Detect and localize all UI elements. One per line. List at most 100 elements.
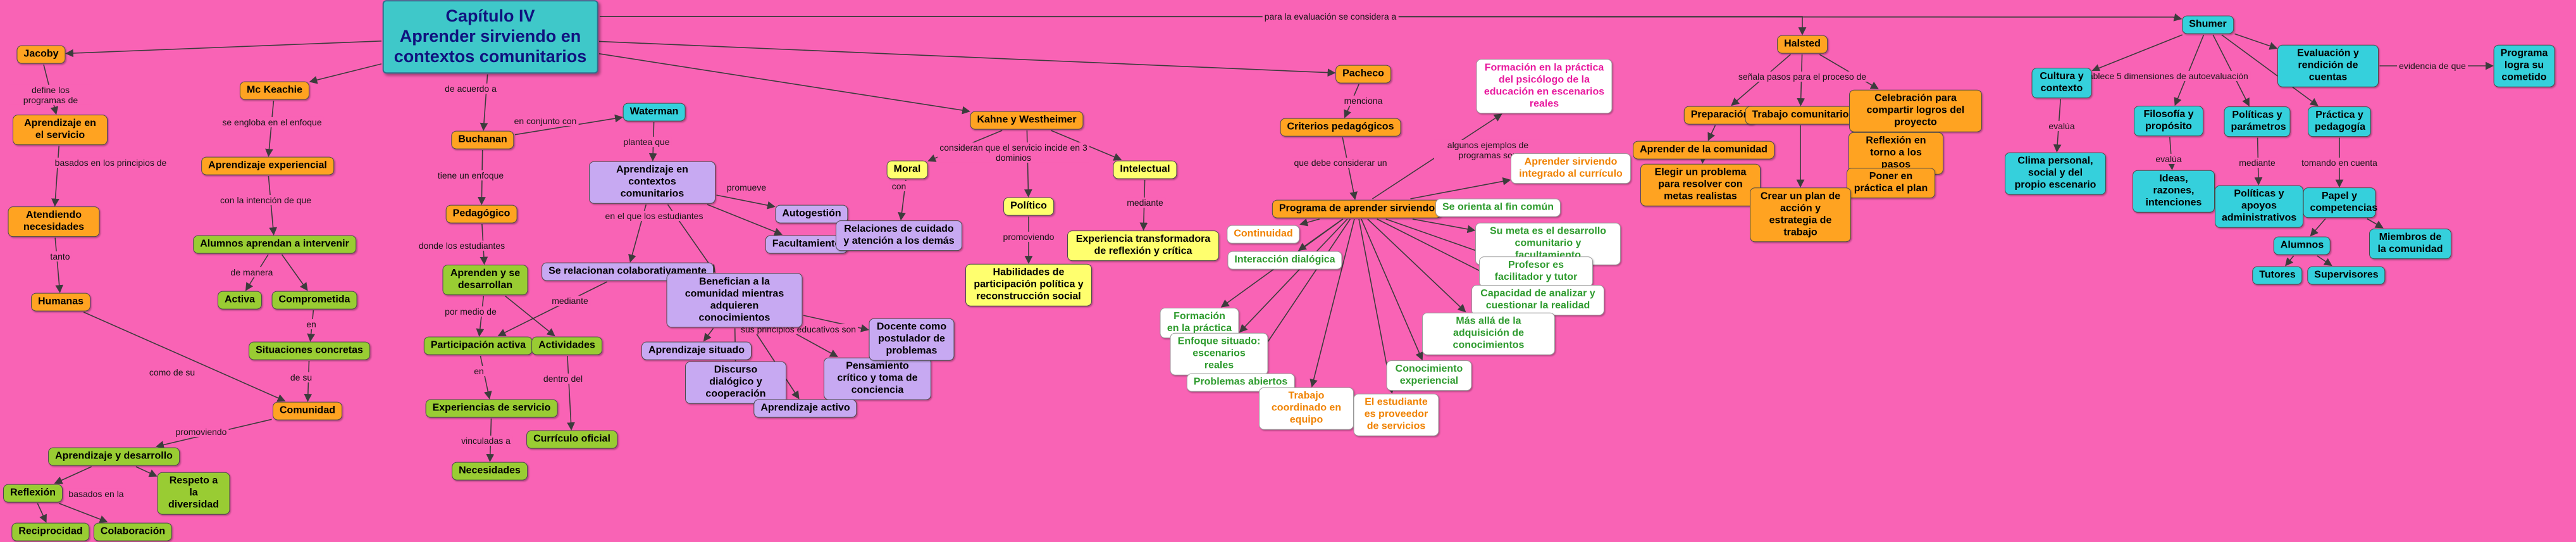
node-pensamiento[interactable]: Pensamiento crítico y toma de conciencia: [824, 357, 931, 400]
edge-label-promoviendo_1: promoviendo: [173, 426, 229, 438]
node-comunidad[interactable]: Comunidad: [273, 401, 342, 420]
edge-label-como_de_su: como de su: [147, 367, 197, 378]
node-trabajo_coordinado[interactable]: Trabajo coordinado en equipo: [1259, 387, 1354, 430]
node-se_orienta[interactable]: Se orienta al fin común: [1435, 198, 1561, 217]
node-cultura[interactable]: Cultura y contexto: [2031, 68, 2092, 98]
node-programa_logra[interactable]: Programa logra su cometido: [2493, 44, 2555, 87]
edge-label-mediante_1: mediante: [550, 295, 590, 306]
node-aprender_comunidad[interactable]: Aprender de la comunidad: [1633, 141, 1774, 160]
node-reflexion[interactable]: Reflexión: [3, 484, 63, 503]
node-conocimiento_exp[interactable]: Conocimiento experiencial: [1386, 360, 1472, 391]
node-waterman[interactable]: Waterman: [622, 103, 686, 122]
node-jacoby[interactable]: Jacoby: [16, 45, 66, 64]
edge-actividades-curriculo: [567, 355, 575, 431]
node-necesidades[interactable]: Necesidades: [452, 462, 528, 481]
node-poner_practica[interactable]: Poner en práctica el plan: [1847, 168, 1935, 198]
node-docente_postulador[interactable]: Docente como postulador de problemas: [869, 318, 955, 361]
node-atendiendo[interactable]: Atendiendo necesidades: [8, 206, 100, 237]
node-criterios[interactable]: Criterios pedagógicos: [1280, 118, 1401, 137]
node-preparacion[interactable]: Preparación: [1683, 106, 1757, 125]
edge-kahne-politico: [1024, 130, 1032, 198]
node-aprenden_desarrollan[interactable]: Aprenden y se desarrollan: [442, 265, 528, 295]
node-programa_as[interactable]: Programa de aprender sirviendo: [1272, 199, 1442, 218]
edge-alumnos_intervenir-comprometida: [281, 254, 308, 291]
node-capitulo[interactable]: Capítulo IV Aprender sirviendo en contex…: [382, 0, 598, 73]
node-politico[interactable]: Político: [1003, 197, 1054, 216]
node-alumnos_intervenir[interactable]: Alumnos aprendan a intervenir: [193, 235, 356, 254]
node-pacheco[interactable]: Pacheco: [1335, 65, 1391, 84]
node-interaccion[interactable]: Interacción dialógica: [1227, 251, 1342, 270]
node-apr_situado[interactable]: Aprendizaje situado: [641, 341, 752, 360]
node-activa[interactable]: Activa: [217, 291, 263, 310]
node-crear_plan[interactable]: Crear un plan de acción y estrategia de …: [1750, 187, 1851, 242]
node-celebracion[interactable]: Celebración para compartir logros del pr…: [1849, 89, 1982, 132]
edge-label-evidencia: evidencia de que: [2397, 60, 2468, 72]
node-estudiante_proveedor[interactable]: El estudiante es proveedor de servicios: [1353, 393, 1439, 436]
node-trabajo_comunitario[interactable]: Trabajo comunitario: [1745, 106, 1856, 125]
node-curriculo[interactable]: Currículo oficial: [526, 430, 617, 449]
edge-label-en_el_que: en el que los estudiantes: [603, 210, 705, 222]
node-reflexion_pasos[interactable]: Reflexión en torno a los pasos: [1848, 132, 1943, 175]
node-autogestion[interactable]: Autogestión: [775, 205, 848, 224]
node-halsted[interactable]: Halsted: [1777, 35, 1828, 54]
node-apr_activo[interactable]: Aprendizaje activo: [753, 399, 857, 418]
node-evaluacion_rendicion[interactable]: Evaluación y rendición de cuentas: [2277, 44, 2379, 87]
node-benefician[interactable]: Benefician a la comunidad mientras adqui…: [666, 273, 803, 327]
node-elegir_problema[interactable]: Elegir un problema para resolver con met…: [1640, 163, 1761, 206]
node-politicas_apoyos[interactable]: Políticas y apoyos administrativos: [2215, 185, 2303, 228]
edge-label-en_2: en: [472, 365, 486, 377]
edge-preparacion-aprender_comunidad: [1707, 125, 1716, 141]
node-capacidad_analizar[interactable]: Capacidad de analizar y cuestionar la re…: [1471, 285, 1604, 315]
node-tutores[interactable]: Tutores: [2252, 266, 2303, 285]
edge-label-tanto: tanto: [48, 251, 72, 262]
node-humanas[interactable]: Humanas: [30, 293, 91, 312]
node-apr_servicio[interactable]: Aprendizaje en el servicio: [13, 115, 108, 145]
node-exp_servicio[interactable]: Experiencias de servicio: [425, 399, 558, 418]
edge-humanas-comunidad: [83, 312, 286, 402]
edge-label-evaluacion_considera: para la evaluación se considera a: [1262, 11, 1399, 22]
node-colaboracion[interactable]: Colaboración: [93, 522, 173, 541]
node-exp_transformadora[interactable]: Experiencia transformadora de reflexión …: [1067, 230, 1219, 261]
node-kahne[interactable]: Kahne y Westheimer: [970, 111, 1084, 130]
node-shumer[interactable]: Shumer: [2182, 15, 2234, 34]
node-reciprocidad[interactable]: Reciprocidad: [11, 522, 90, 541]
node-continuidad[interactable]: Continuidad: [1227, 225, 1300, 244]
edge-capitulo-mckeachie: [309, 63, 382, 84]
edge-label-tiene_un_enfoque: tiene un enfoque: [435, 170, 506, 181]
node-situaciones[interactable]: Situaciones concretas: [249, 341, 370, 360]
node-apr_integrado[interactable]: Aprender sirviendo integrado al currícul…: [1511, 153, 1631, 184]
node-facultamiento[interactable]: Facultamiento: [765, 235, 848, 254]
node-relaciones_cuidado[interactable]: Relaciones de cuidado y atención a los d…: [836, 220, 962, 251]
edge-programa_as-mas_alla: [1367, 218, 1466, 313]
node-clima[interactable]: Clima personal, social y del propio esce…: [2005, 152, 2106, 195]
node-supervisores[interactable]: Supervisores: [2307, 266, 2386, 285]
node-apr_contextos[interactable]: Aprendizaje en contextos comunitarios: [589, 161, 715, 204]
node-actividades[interactable]: Actividades: [531, 336, 602, 355]
node-ideas[interactable]: Ideas, razones, intenciones: [2133, 170, 2215, 213]
node-politicas_param[interactable]: Políticas y parámetros: [2224, 106, 2291, 137]
node-alumnos[interactable]: Alumnos: [2273, 236, 2331, 255]
edge-label-promoviendo_2: promoviendo: [1001, 231, 1056, 243]
node-participacion[interactable]: Participación activa: [423, 336, 533, 355]
node-profesor_facilitador[interactable]: Profesor es facilitador y tutor: [1479, 256, 1593, 287]
node-intelectual[interactable]: Intelectual: [1113, 160, 1177, 179]
node-habilidades[interactable]: Habilidades de participación política y …: [965, 263, 1092, 306]
node-problemas_abiertos[interactable]: Problemas abiertos: [1186, 373, 1295, 392]
node-mas_alla[interactable]: Más allá de la adquisición de conocimien…: [1422, 312, 1555, 355]
node-filosofia[interactable]: Filosofía y propósito: [2134, 106, 2203, 136]
node-apr_desarrollo[interactable]: Aprendizaje y desarrollo: [48, 447, 180, 466]
node-comprometida[interactable]: Comprometida: [271, 291, 357, 310]
node-moral[interactable]: Moral: [886, 160, 928, 179]
node-pedagogico[interactable]: Pedagógico: [445, 205, 517, 224]
node-practica_pedagogia[interactable]: Práctica y pedagogía: [2308, 106, 2371, 137]
node-formacion_psicologo[interactable]: Formación en la práctica del psicólogo d…: [1476, 59, 1613, 113]
node-apr_experiencial[interactable]: Aprendizaje experiencial: [201, 156, 334, 175]
node-discurso[interactable]: Discurso dialógico y cooperación: [685, 361, 786, 404]
node-papel_competencias[interactable]: Papel y competencias: [2303, 187, 2377, 218]
node-mckeachie[interactable]: Mc Keachie: [239, 81, 310, 100]
edge-label-senala_pasos: señala pasos para el proceso de: [1736, 71, 1869, 82]
node-enfoque_situado[interactable]: Enfoque situado: escenarios reales: [1170, 332, 1268, 375]
node-buchanan[interactable]: Buchanan: [451, 130, 514, 149]
node-miembros[interactable]: Miembros de la comunidad: [2369, 229, 2451, 259]
node-respeto[interactable]: Respeto a la diversidad: [157, 472, 230, 515]
